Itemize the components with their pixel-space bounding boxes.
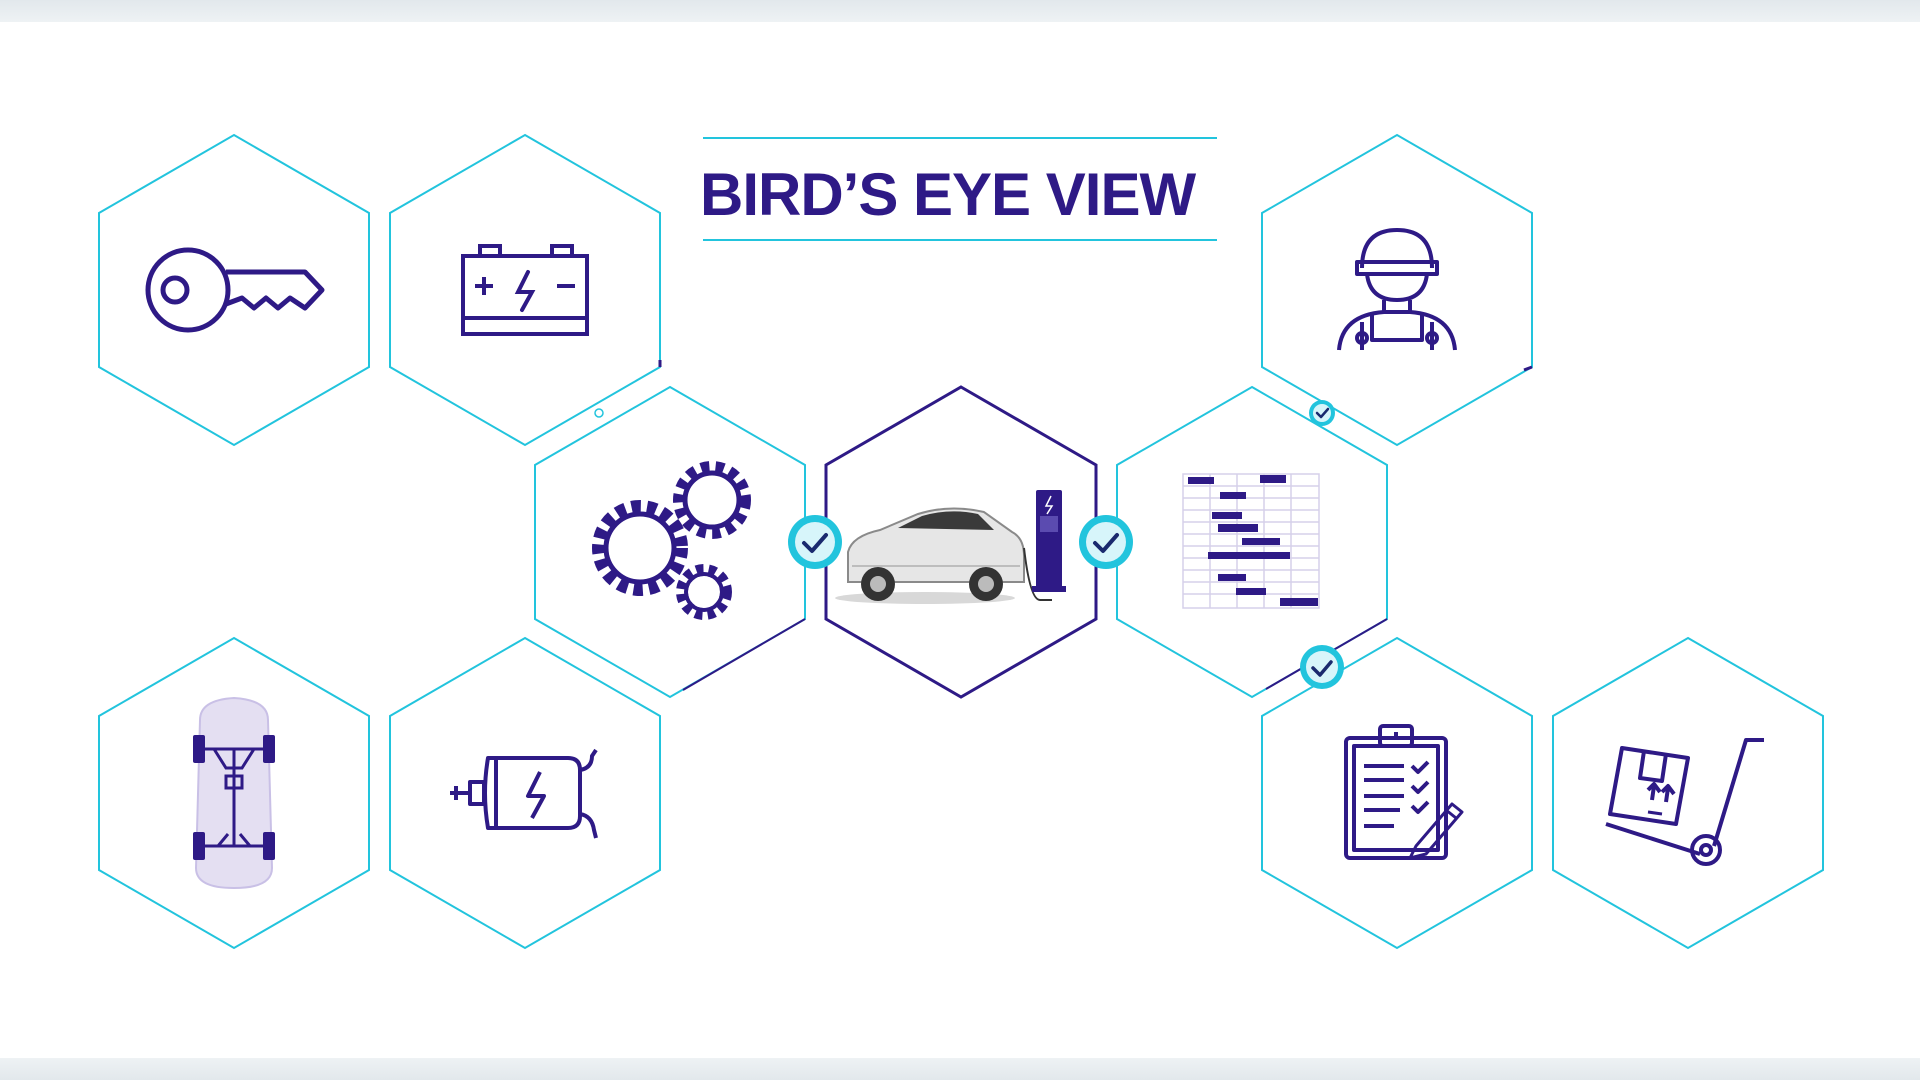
electric-motor-icon — [450, 748, 598, 839]
checkmark-icon — [1093, 533, 1119, 553]
checkmark-icon — [1315, 407, 1330, 419]
hex-ev — [824, 385, 1098, 699]
hex-schedule — [1116, 385, 1388, 699]
dot-marker — [594, 408, 604, 418]
hex-motor — [389, 636, 661, 950]
hex-outline — [389, 636, 661, 950]
top-band — [0, 0, 1920, 22]
gears-icon — [592, 461, 751, 620]
hex-checklist — [1261, 636, 1533, 950]
check-ev-schedule — [1079, 515, 1133, 569]
checkmark-icon — [1311, 660, 1333, 677]
hex-outline — [389, 133, 661, 447]
hex-outline — [98, 636, 370, 950]
hex-battery — [389, 133, 662, 447]
hex-outline — [1261, 133, 1533, 447]
hand-truck-icon — [1605, 738, 1764, 866]
hex-technician — [1261, 133, 1533, 447]
checklist-icon — [1344, 724, 1464, 860]
check-gears-ev — [788, 515, 842, 569]
battery-icon — [461, 244, 589, 336]
check-schedule-checklist — [1300, 645, 1344, 689]
bottom-band — [0, 1058, 1920, 1080]
chassis-icon — [193, 696, 275, 890]
hex-outline — [98, 133, 370, 447]
title-block: BIRD’S EYE VIEW — [700, 137, 1217, 241]
hex-outline — [534, 385, 806, 699]
hex-outline — [1116, 385, 1388, 699]
technician-icon — [1337, 228, 1457, 351]
key-icon — [145, 247, 325, 333]
ev-charging-car-icon — [835, 490, 1066, 604]
hex-outline — [1261, 636, 1533, 950]
hex-key — [98, 133, 370, 447]
hex-delivery — [1552, 636, 1824, 950]
hex-outline-highlight — [824, 385, 1098, 699]
checkmark-icon — [802, 533, 828, 553]
page-title: BIRD’S EYE VIEW — [700, 161, 1196, 228]
gantt-schedule-icon — [1182, 473, 1320, 609]
check-schedule-technician — [1309, 400, 1335, 426]
hex-outline — [1552, 636, 1824, 950]
hex-gears — [534, 385, 806, 699]
hex-chassis — [98, 636, 370, 950]
